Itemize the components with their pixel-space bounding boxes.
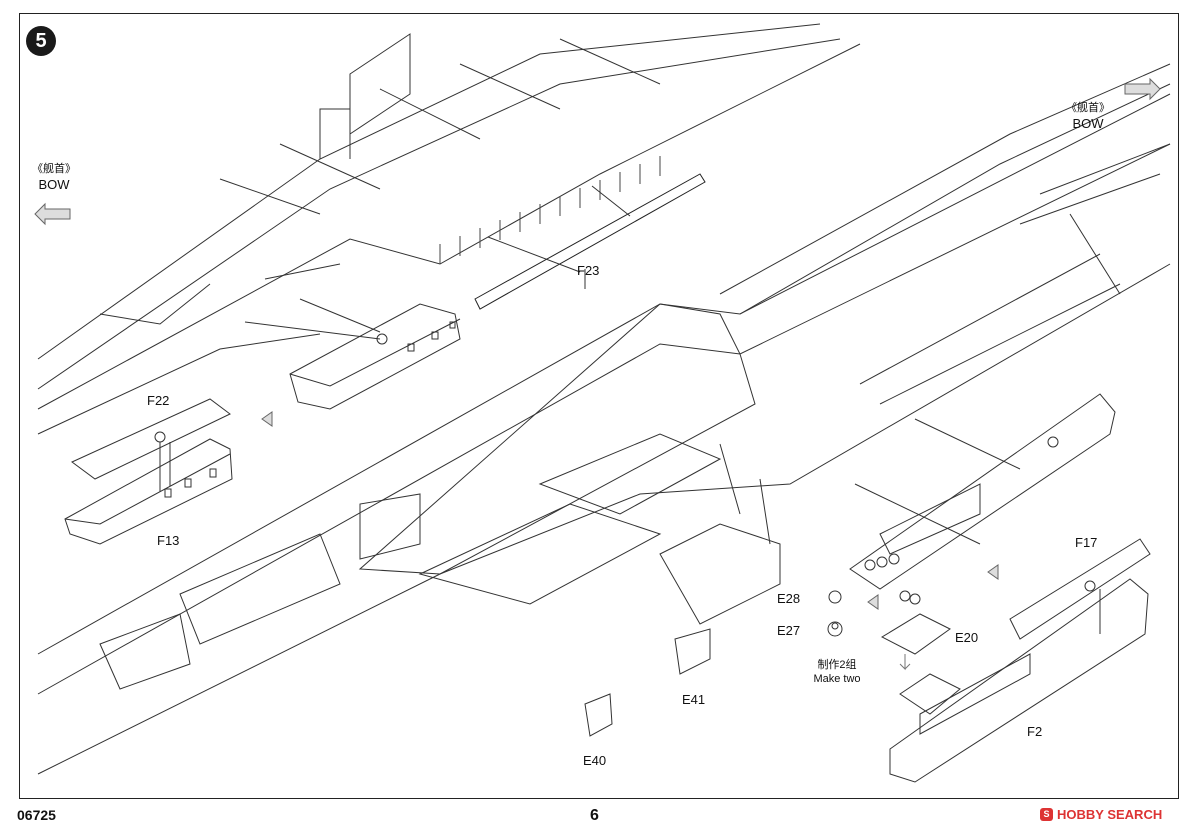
bow-label-left-cn: 《舰首》 (32, 163, 76, 175)
main-hull-outline (37, 93, 1171, 775)
right-hull-outline (719, 63, 1171, 315)
part-label-e27: E27 (777, 623, 801, 638)
page-number: 6 (590, 807, 599, 824)
part-label-e28: E28 (777, 591, 801, 606)
instruction-sheet: 5 《舰首》 BOW 《舰首》 BOW F23 F22 F13 F17 F2 E… (19, 13, 1179, 799)
bow-label-right-en: BOW (1072, 116, 1104, 131)
f22-f13-assembly (64, 398, 233, 545)
part-label-e20: E20 (955, 630, 979, 645)
f23-leader-lines (487, 185, 631, 289)
upper-hull-outline (37, 23, 861, 435)
watermark: S HOBBY SEARCH (1040, 807, 1162, 822)
make-two-en: Make two (813, 673, 861, 685)
part-label-f23: F23 (577, 263, 600, 278)
bow-label-left-en: BOW (38, 177, 70, 192)
f17-f2-assembly (889, 538, 1151, 783)
part-f23-shape (474, 173, 706, 310)
bow-label-right-cn: 《舰首》 (1066, 102, 1110, 114)
hull-assembly-drawing (34, 23, 1171, 783)
upper-side-part (244, 263, 461, 410)
part-label-f13: F13 (157, 533, 180, 548)
deck-slots (439, 156, 661, 264)
part-label-f22: F22 (147, 393, 170, 408)
part-label-f17: F17 (1075, 535, 1098, 550)
direction-arrows (34, 77, 1161, 610)
watermark-text: HOBBY SEARCH (1057, 807, 1163, 822)
make-two-cn: 制作2组 (817, 659, 857, 671)
step-number-badge: 5 (26, 26, 56, 56)
part-label-e40: E40 (583, 753, 607, 768)
part-label-f2: F2 (1027, 724, 1043, 739)
right-side-part (849, 393, 1116, 590)
small-parts (584, 590, 961, 737)
hobby-search-logo-icon: S (1040, 808, 1053, 821)
product-code: 06725 (17, 807, 56, 823)
part-label-e41: E41 (682, 692, 706, 707)
